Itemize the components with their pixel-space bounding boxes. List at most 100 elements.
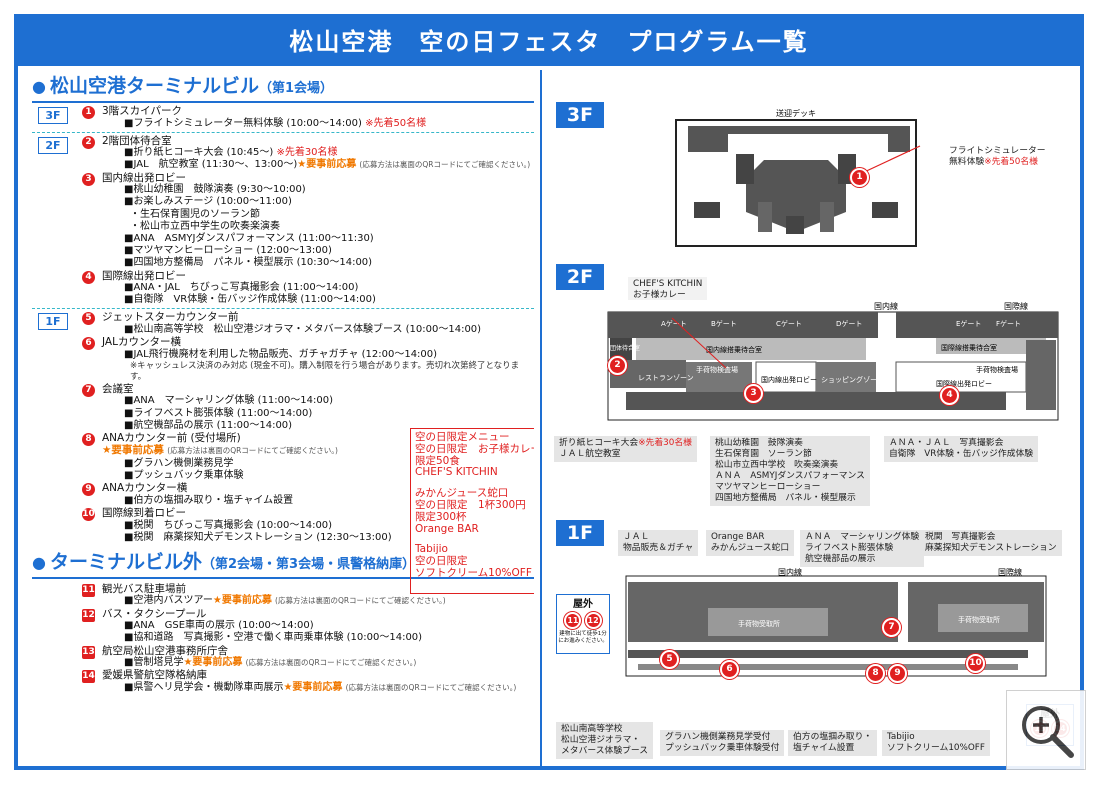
menu-line: Orange BAR: [415, 522, 479, 535]
item-location: JALカウンター横: [102, 336, 181, 349]
item-event: ■桃山幼稚園 鼓隊演奏 (9:30～10:00): [124, 184, 306, 196]
callout-text: 折り紙ヒコーキ大会: [559, 438, 639, 448]
zoom-in-button[interactable]: [1006, 690, 1086, 770]
shop-label: ショッピングゾーン: [821, 375, 884, 384]
callout-4: ＡＮＡ・ＪＡＬ 写真撮影会 自衛隊 VR体験・缶バッジ作成体験: [884, 436, 1039, 462]
map-label-3f: 3F: [556, 102, 604, 128]
program-item-6: 6 JALカウンター横 ■JAL飛行機廃材を利用した物品販売、ガチャガチャ (1…: [82, 336, 534, 383]
callout-3: 桃山幼稚園 鼓隊演奏 生石保育園 ソーラン節 松山市立西中学校 吹奏楽演奏 ＡＮ…: [710, 436, 870, 506]
dom-lobby-label: 国内線出発ロビー: [761, 375, 817, 384]
callout-line: 塩チャイム設置: [793, 743, 855, 753]
program-item-8: 8 ANAカウンター前 (受付場所) ★要事前応募 (応募方法は裏面のQRコード…: [82, 431, 534, 482]
program-item-9: 9 ANAカウンター横 ■伯方の塩掴み取り・塩チャイム設置: [82, 482, 534, 507]
menu-line: ソフトクリーム10%OFF: [415, 566, 532, 579]
number-badge: 6: [82, 337, 95, 351]
floor-1f-block: 1F 5 ジェットスターカウンター前 ■松山南高等学校 松山空港ジオラマ・メタバ…: [32, 311, 534, 546]
callout-line: ライフベスト膨張体験: [805, 543, 894, 553]
section-terminal-name: 松山空港ターミナルビル: [49, 75, 259, 97]
number-badge: 14: [82, 670, 95, 684]
callout-chef: CHEF'S KITCHIN お子様カレー: [628, 277, 708, 303]
outside-box-11-12: 屋外 11 12 建物に出て徒歩1分にお進みください。: [556, 594, 610, 654]
item-location: 3階スカイパーク: [102, 105, 182, 117]
item-event: ・生石保育園児のソーラン節: [130, 208, 260, 220]
page-frame: 松山空港 空の日フェスタ プログラム一覧 ●松山空港ターミナルビル（第1会場） …: [14, 14, 1084, 770]
floor-maps: 3F 送迎デッキ 1 フライトシミュレーター 無料体験※先着50名様 2F CH…: [548, 70, 1078, 766]
map-pin-5: 5: [660, 650, 679, 669]
item-location: ANAカウンター横: [102, 482, 188, 495]
item-event: ■JAL飛行機廃材を利用した物品販売、ガチャガチャ (12:00～14:00): [124, 348, 438, 360]
baggage-claim-label-intl: 手荷物受取所: [958, 615, 1000, 624]
number-badge: 13: [82, 645, 95, 659]
map-2f: 国内線 国際線 Aゲート Bゲート Cゲート Dゲート Eゲート Fゲート 国内…: [596, 300, 1066, 430]
callout-line: 物品販売＆ガチャ: [623, 543, 694, 553]
callout-line: 松山市立西中学校 吹奏楽演奏: [715, 460, 839, 470]
menu-line: みかんジュース蛇口: [415, 487, 509, 500]
gate-f: Fゲート: [996, 319, 1021, 328]
item-event: ■ANA マーシャリング体験 (11:00～14:00): [124, 395, 334, 407]
apply-hint: (応募方法は裏面のQRコードにてご確認ください。): [167, 446, 338, 456]
gate-e: Eゲート: [956, 319, 981, 328]
limit-note: ※先着50名様: [365, 117, 427, 129]
dom-arrival-label: 国内線到着ロビー: [748, 641, 804, 650]
map-pin-1: 1: [850, 168, 869, 187]
callout-text: 無料体験: [949, 157, 985, 167]
item-event: ■ANA GSE車両の展示 (10:00～14:00): [124, 620, 314, 632]
callout-line: プッシュバック乗車体験受付: [665, 743, 780, 753]
outside-note: 建物に出て徒歩1分にお進みください。: [558, 631, 608, 644]
number-badge: 4: [82, 270, 95, 284]
apply-hint: (応募方法は裏面のQRコードにてご確認ください。): [345, 682, 517, 692]
intl-lobby-label: 国際線出発ロビー: [936, 379, 992, 388]
item-event: ■JAL 航空教室 (11:30～、13:00～)★要事前応募 (応募方法は裏面…: [102, 159, 534, 171]
program-item-13: 13 航空局松山空港事務所庁舎 ■管制塔見学★要事前応募 (応募方法は裏面のQR…: [82, 645, 534, 670]
event-text: ■JAL 航空教室 (11:30～、13:00～): [124, 159, 298, 171]
floor-tag-2f: 2F: [38, 136, 68, 154]
apply-note: ★要事前応募: [297, 159, 357, 171]
item-location: 2階団体待合室: [102, 134, 172, 147]
item-event: ■お楽しみステージ (10:00～11:00): [124, 196, 292, 208]
menu-line: Tabijio: [415, 543, 448, 556]
section-outside-venue: （第2会場・第3会場・県警格納庫）: [201, 556, 416, 572]
callout-7: ＡＮＡ マーシャリング体験 ライフベスト膨張体験 航空機部品の展示: [800, 530, 925, 567]
program-item-2: 2 2階団体待合室 ■折り紙ヒコーキ大会 (10:45～) ※先着30名様 ■J…: [82, 134, 534, 172]
apply-hint: (応募方法は裏面のQRコードにてご確認ください。): [245, 658, 417, 668]
intl-label: 国際線: [1004, 301, 1028, 311]
callout-line: ＡＮＡ ASMYJダンスパフォーマンス: [715, 471, 865, 481]
gate-c: Cゲート: [776, 319, 802, 328]
number-badge: 7: [82, 383, 95, 397]
number-badge: 8: [82, 432, 95, 446]
item-location: ANAカウンター前 (受付場所): [102, 431, 241, 444]
event-text: ■空港内バスツアー: [124, 595, 213, 607]
number-badge: 3: [82, 172, 95, 186]
program-item-11: 11 観光バス駐車場前 ■空港内バスツアー★要事前応募 (応募方法は裏面のQRコ…: [82, 583, 534, 608]
item-event: ■松山南高等学校 松山空港ジオラマ・メタバース体験ブース (10:00～14:0…: [124, 323, 482, 335]
item-location: 愛媛県警航空隊格納庫: [102, 669, 207, 682]
item-event: ■県警ヘリ見学会・機動隊車両展示★要事前応募 (応募方法は裏面のQRコードにてご…: [102, 682, 534, 694]
callout-line: ＪＡＬ航空教室: [559, 449, 621, 459]
callout-line: ＪＡＬ: [623, 532, 650, 542]
callout-line: 麻薬探知犬デモンストレーション: [925, 543, 1057, 553]
limit-note: ※先着30名様: [276, 147, 338, 159]
menu-line: 空の日限定 1杯300円: [415, 498, 526, 511]
callout-5: 松山南高等学校 松山空港ジオラマ・ メタバース体験ブース: [556, 722, 654, 759]
map-pin-3: 3: [744, 384, 763, 403]
number-badge: 1: [82, 106, 95, 119]
apply-note: ★要事前応募: [212, 595, 272, 607]
gate-a: Aゲート: [661, 319, 687, 328]
callout-10: 税関 写真撮影会 麻薬探知犬デモンストレーション: [920, 530, 1062, 556]
program-item-4: 4 国際線出発ロビー ■ANA・JAL ちびっこ写真撮影会 (11:00～14:…: [82, 270, 534, 307]
item-event: ■ライフベスト膨張体験 (11:00～14:00): [124, 407, 313, 419]
callout-line: 折り紙ヒコーキ大会※先着30名様: [559, 438, 692, 449]
item-event: ■四国地方整備局 パネル・模型展示 (10:30～14:00): [124, 257, 373, 269]
item-event: ■ANA ASMYJダンスパフォーマンス (11:00～11:30): [124, 232, 374, 244]
column-divider: [540, 70, 542, 766]
item-event: ■伯方の塩掴み取り・塩チャイム設置: [124, 494, 294, 506]
item-event: ■マツヤマンヒーローショー (12:00～13:00): [124, 245, 332, 257]
callout-limit: ※先着50名様: [984, 157, 1038, 167]
apply-note: ★要事前応募: [283, 681, 343, 693]
callout-9: 伯方の塩掴み取り・ 塩チャイム設置: [788, 730, 878, 756]
menu-line: 空の日限定メニュー: [415, 431, 510, 443]
item-location: ジェットスターカウンター前: [102, 311, 239, 324]
number-badge: 5: [82, 312, 95, 326]
map-label-2f: 2F: [556, 264, 604, 290]
number-badge: 2: [82, 135, 95, 149]
